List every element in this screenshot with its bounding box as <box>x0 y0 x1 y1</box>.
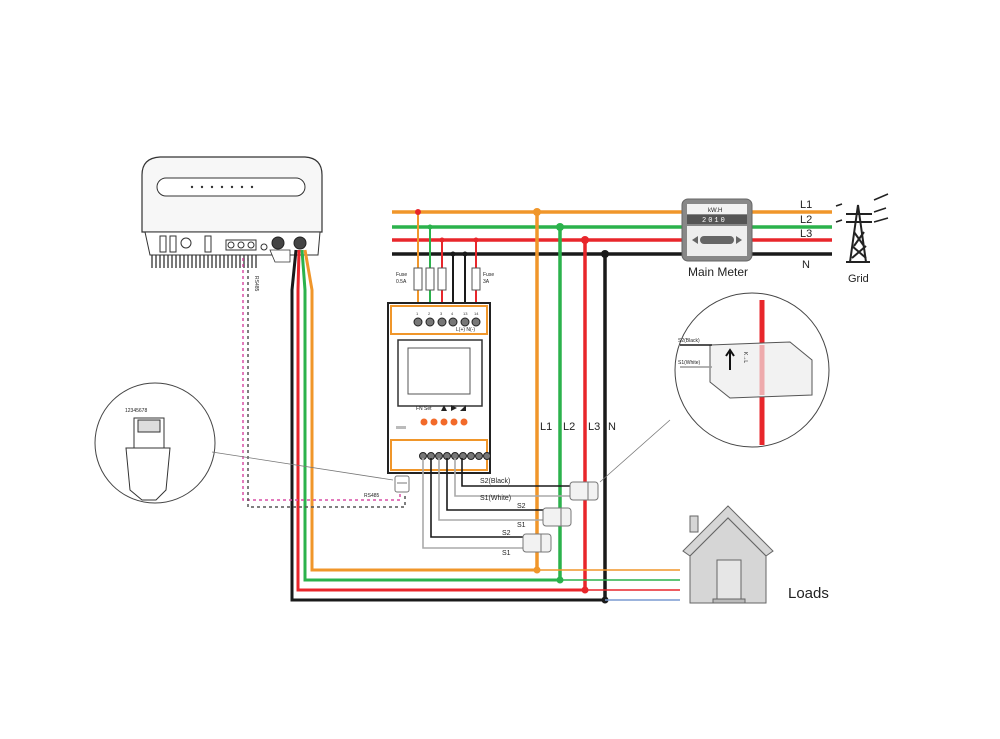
top-terminal-screw <box>471 317 481 327</box>
top-terminal-number: 4 <box>451 311 454 316</box>
meter-button <box>450 418 458 426</box>
bottom-terminal-screw <box>483 452 491 460</box>
drop-label-l1: L1 <box>540 421 552 433</box>
ct3-s2-label: S2(Black) <box>480 478 510 485</box>
top-terminal-screw <box>413 317 423 327</box>
nav-arrows <box>441 405 466 411</box>
inverter <box>141 156 323 268</box>
inverter-rs485-label: RS485 <box>253 276 259 292</box>
loads-label: Loads <box>788 585 829 602</box>
top-terminal-sub: L(+) N(-) <box>456 327 475 333</box>
meter-button <box>440 418 448 426</box>
top-terminal-number: 3 <box>440 311 443 316</box>
grid-label-l3: L3 <box>800 228 812 240</box>
top-terminal-number: 13 <box>463 311 468 316</box>
enter-icon <box>460 405 466 411</box>
main-meter-label: Main Meter <box>688 265 748 279</box>
bottom-terminals <box>419 452 491 460</box>
right-icon <box>451 405 457 411</box>
ct-detail-text: K→L <box>742 352 748 363</box>
direction-arrow-icon <box>725 348 735 370</box>
fuse-l1 <box>413 267 423 291</box>
rj45-pins: 12345678 <box>125 408 147 414</box>
grid-bus <box>392 210 832 256</box>
fuses <box>413 267 481 291</box>
door-icon <box>716 559 742 602</box>
top-terminal-screw <box>425 317 435 327</box>
top-terminal-number: 14 <box>474 311 479 316</box>
fuse-left-label-2: 0.5A <box>396 279 407 285</box>
rs485-cable <box>242 258 406 508</box>
house-icon <box>682 505 774 604</box>
lcd-screen <box>407 347 471 395</box>
rj45-detail: 12345678 <box>94 382 394 504</box>
loads-feed <box>537 569 680 601</box>
bottom-terminal-screw <box>475 452 483 460</box>
top-terminal-screw <box>460 317 470 327</box>
ct-detail: S2(Black) S1(White) K→L <box>599 292 830 483</box>
main-meter-reading: 2010 <box>702 217 727 225</box>
fuse-l2 <box>425 267 435 291</box>
top-terminal-number: 2 <box>428 311 431 316</box>
top-terminal-number: 1 <box>416 311 419 316</box>
top-terminal-screw <box>448 317 458 327</box>
drop-label-l2: L2 <box>563 421 575 433</box>
ct-clamp-l3 <box>569 481 599 501</box>
grid-label-n: N <box>802 259 810 271</box>
fuse-left-label-1: Fuse <box>396 272 407 278</box>
ct-clamp-l1 <box>522 533 552 553</box>
inverter-ac-cable <box>290 249 605 602</box>
bottom-terminal-screw <box>467 452 475 460</box>
drop-label-n: N <box>608 421 616 433</box>
ct2-s1-label: S1 <box>517 522 526 529</box>
top-terminals: 1 2 3 4 13 14 <box>413 311 481 327</box>
grid-label-l1: L1 <box>800 199 812 211</box>
top-terminal-screw <box>437 317 447 327</box>
ct3-s1-label: S1(White) <box>480 495 511 502</box>
ct2-s2-label: S2 <box>517 503 526 510</box>
rs485-label: RS485 <box>364 493 380 499</box>
meter-button <box>430 418 438 426</box>
grid-label-l2: L2 <box>800 214 812 226</box>
meter-buttons <box>420 418 468 426</box>
main-meter-unit: kW.H <box>708 208 722 214</box>
main-meter: kW.H 2010 <box>681 198 753 262</box>
fn-set-label: FN Set <box>416 406 432 412</box>
power-tower-icon <box>835 193 889 263</box>
ct-clamp-l2 <box>542 507 572 527</box>
ct-detail-s1: S1(White) <box>678 360 701 366</box>
ct-wires <box>422 458 575 549</box>
ct-detail-s2: S2(Black) <box>678 338 700 344</box>
fuse-aux <box>471 267 481 291</box>
left-arrow-icon <box>692 236 698 244</box>
up-icon <box>441 405 447 411</box>
fuse-right-label-2: 3A <box>483 279 490 285</box>
grid-label: Grid <box>848 273 869 285</box>
bottom-terminal-screw <box>459 452 467 460</box>
fuse-l3 <box>437 267 447 291</box>
meter-rs485-port <box>394 475 410 493</box>
ct1-s2-label: S2 <box>502 530 511 537</box>
tap-nodes <box>415 209 479 257</box>
meter-button <box>460 418 468 426</box>
ct1-s1-label: S1 <box>502 550 511 557</box>
right-arrow-icon <box>736 236 742 244</box>
drop-label-l3: L3 <box>588 421 600 433</box>
fuse-right-label-1: Fuse <box>483 272 494 278</box>
ct-clamps <box>522 481 599 553</box>
meter-button <box>420 418 428 426</box>
smart-meter <box>387 302 491 474</box>
